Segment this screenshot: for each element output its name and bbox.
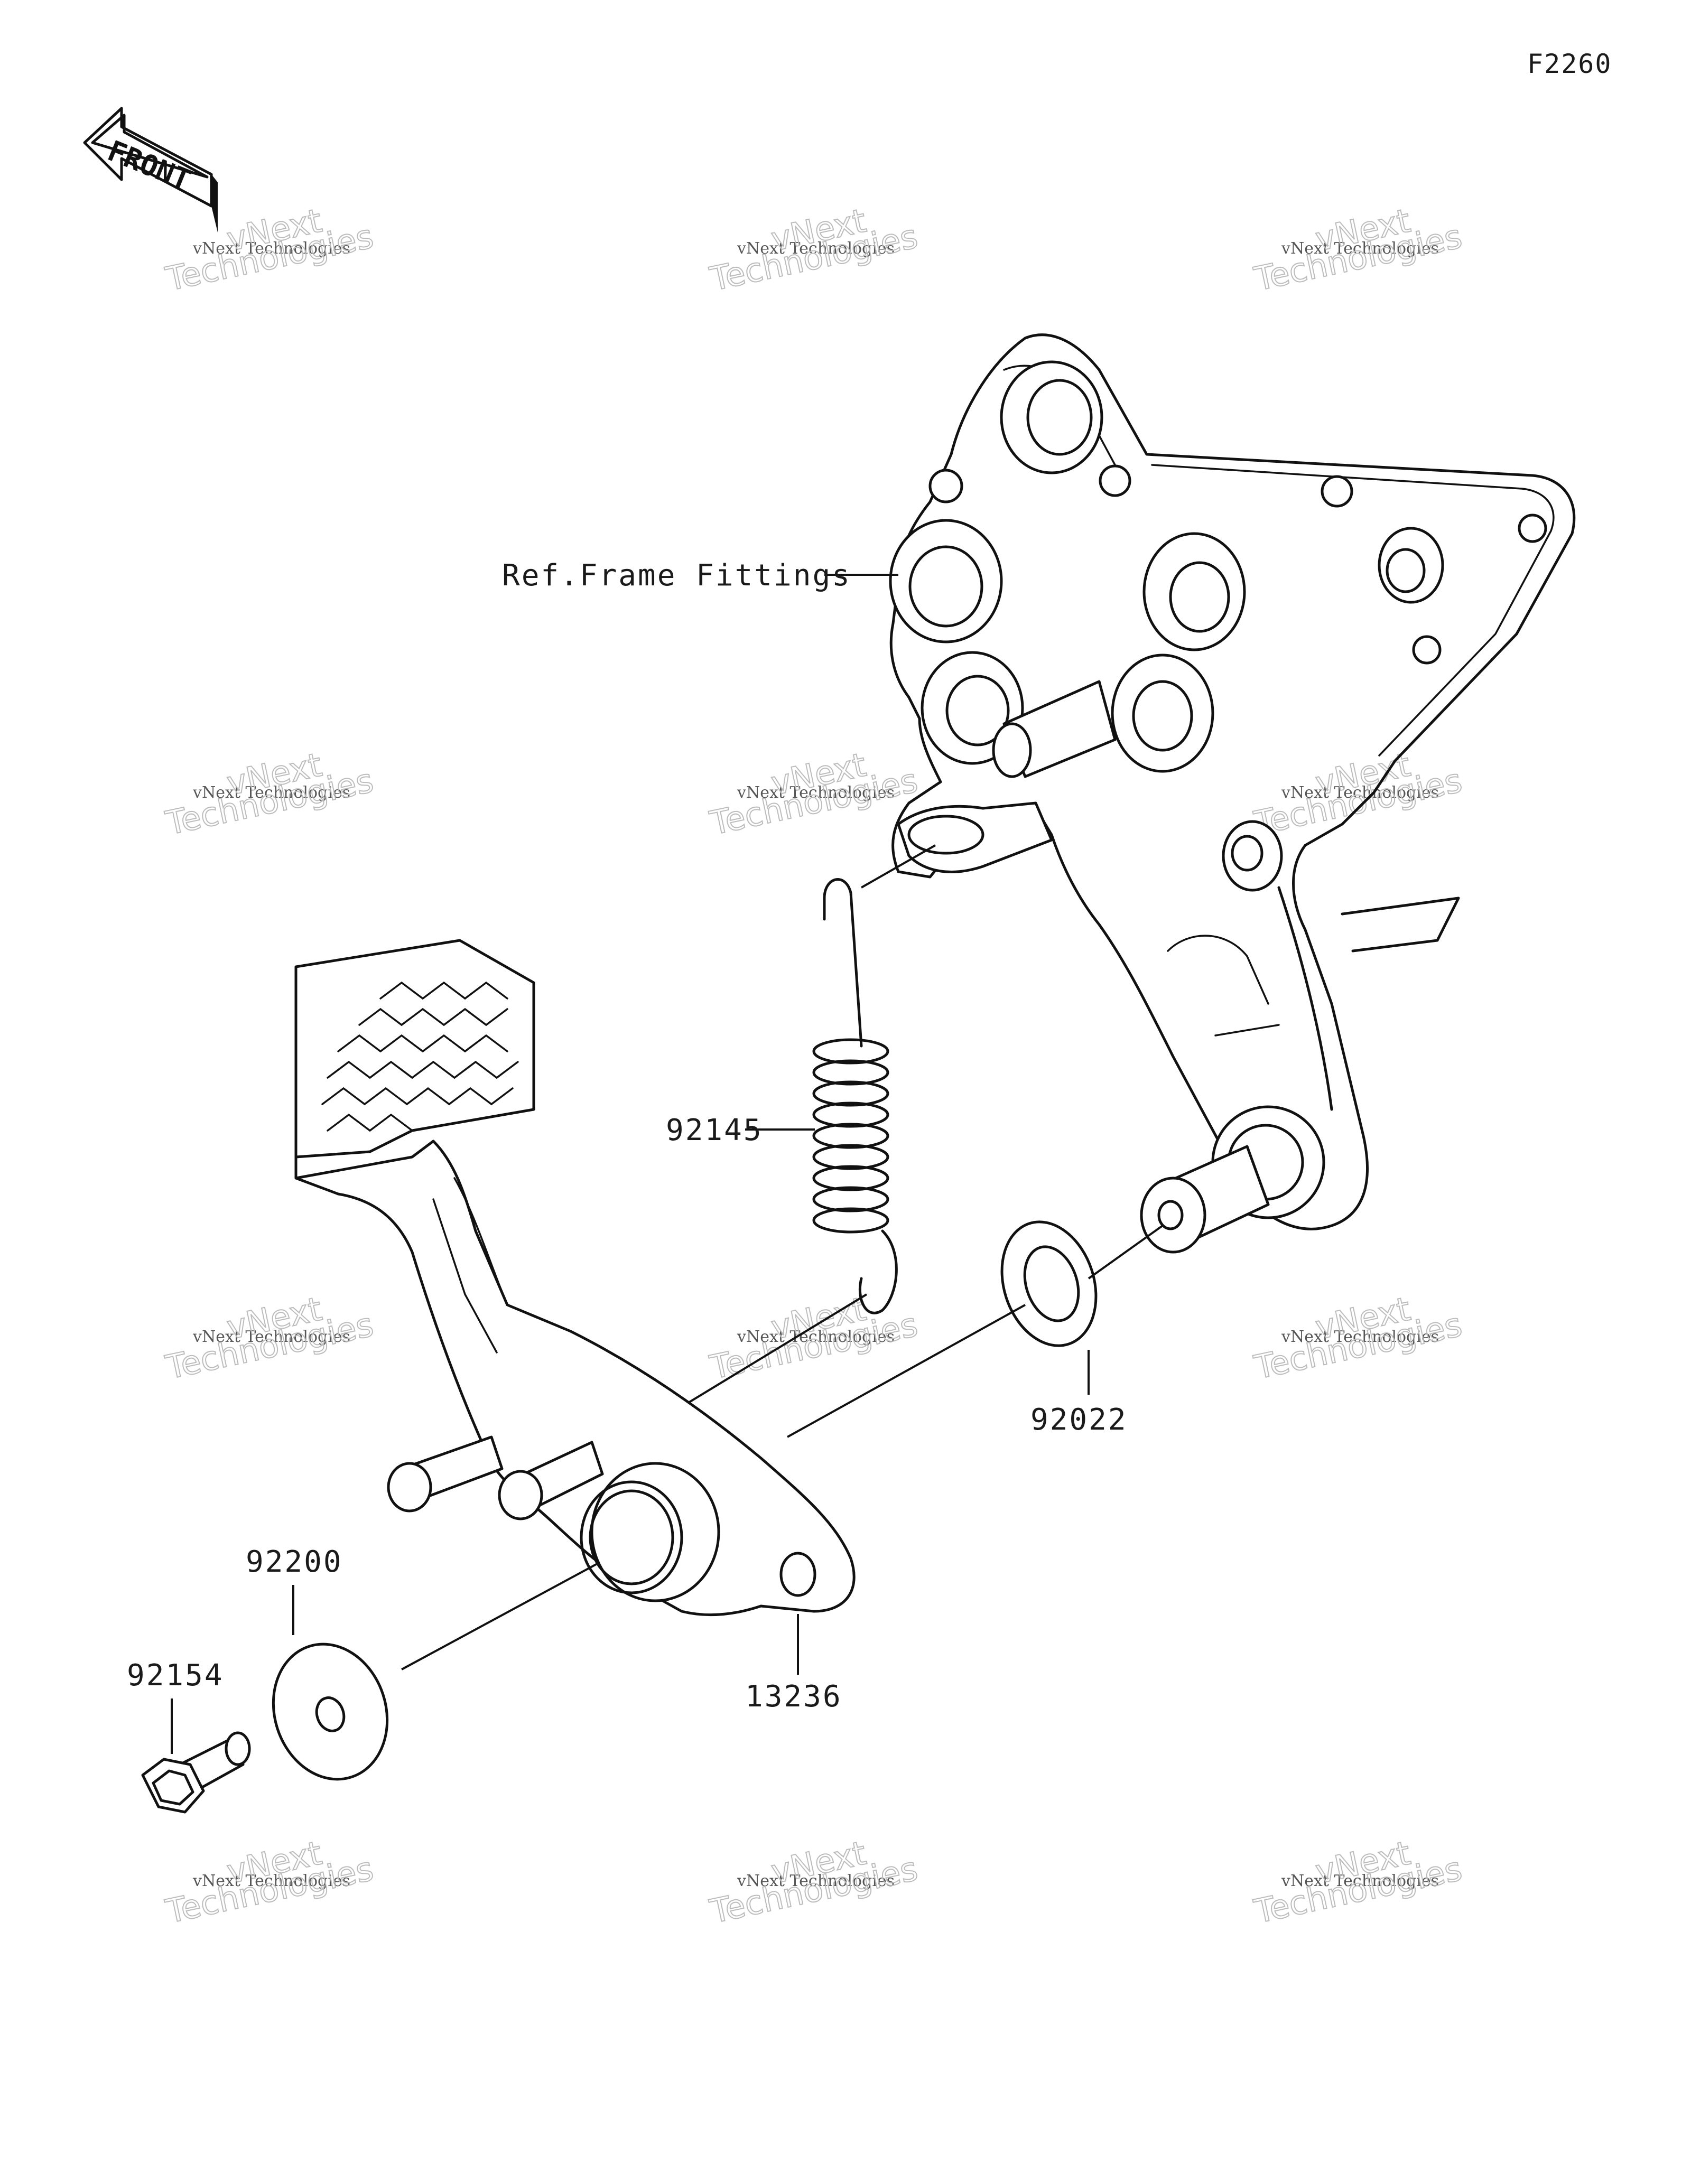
brake-pedal [294, 939, 856, 1617]
svg-text:vNext Technologies: vNext Technologies [192, 783, 350, 802]
svg-text:vNext Technologies: vNext Technologies [737, 239, 895, 258]
svg-text:vNext Technologies: vNext Technologies [1281, 783, 1439, 802]
return-spring [812, 878, 898, 1314]
watermark: vNext Technologies Technologies vNext [1250, 745, 1466, 843]
svg-text:vNext Technologies: vNext Technologies [737, 783, 895, 802]
small-washer [1000, 1220, 1098, 1347]
figure-number: F2260 [1527, 49, 1612, 79]
watermark: vNext Technologies Technologies vNext [1250, 201, 1466, 299]
watermark: vNext Technologies Technologies vNext [162, 1833, 377, 1931]
svg-text:vNext Technologies: vNext Technologies [192, 239, 350, 258]
watermark: vNext Technologies Technologies vNext [1250, 1833, 1466, 1931]
large-washer [272, 1642, 389, 1781]
bolt [141, 1731, 251, 1814]
pedal-part-number: 13236 [745, 1679, 842, 1714]
watermark: vNext Technologies Technologies vNext [706, 745, 922, 843]
bolt-part-number: 92154 [127, 1658, 224, 1693]
svg-text:vNext Technologies: vNext Technologies [192, 1328, 350, 1346]
washer-large-part-number: 92200 [246, 1545, 343, 1579]
washer-small-part-number: 92022 [1030, 1403, 1128, 1437]
svg-text:vNext Technologies: vNext Technologies [1281, 1872, 1439, 1890]
spring-part-number: 92145 [666, 1113, 763, 1147]
front-arrow-icon: FRONT [83, 107, 218, 232]
svg-text:vNext Technologies: vNext Technologies [737, 1872, 895, 1890]
watermark: vNext Technologies Technologies vNext [706, 201, 922, 299]
watermark: vNext Technologies Technologies vNext [162, 745, 377, 843]
watermark: vNext Technologies Technologies vNext [162, 1289, 377, 1387]
ref-frame-label: Ref.Frame Fittings [502, 558, 851, 593]
watermark: vNext Technologies Technologies vNext [1250, 1289, 1466, 1387]
watermark: vNext Technologies Technologies vNext [162, 201, 377, 299]
svg-text:vNext Technologies: vNext Technologies [192, 1872, 350, 1890]
svg-text:vNext Technologies: vNext Technologies [1281, 1328, 1439, 1346]
svg-text:vNext Technologies: vNext Technologies [1281, 239, 1439, 258]
frame-fitting-bracket [889, 333, 1576, 1254]
watermark: vNext Technologies Technologies vNext [706, 1833, 922, 1931]
svg-text:vNext Technologies: vNext Technologies [737, 1328, 895, 1346]
